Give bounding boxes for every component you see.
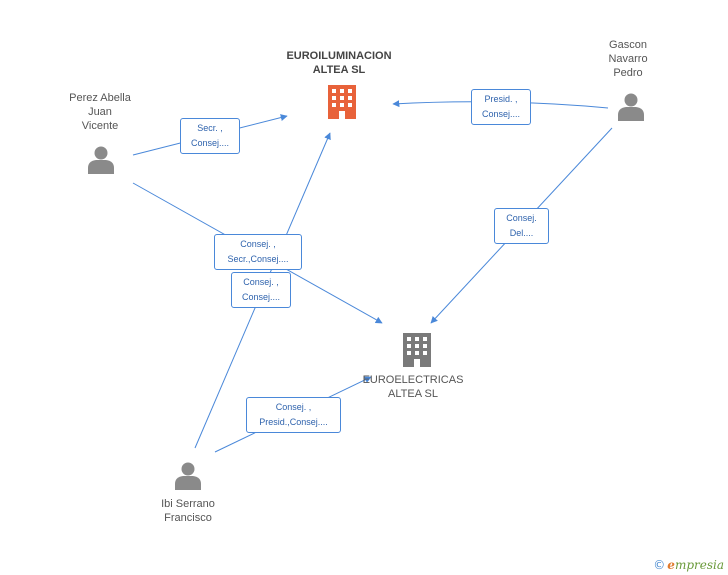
- person-name-gascon[interactable]: Gascon Navarro Pedro: [608, 39, 648, 79]
- person-icon[interactable]: [88, 146, 114, 175]
- person-name-ibi[interactable]: Ibi Serrano Francisco: [161, 498, 215, 524]
- person-name-perez[interactable]: Perez Abella Juan Vicente: [69, 92, 131, 132]
- brand-initial: e: [667, 558, 675, 572]
- brand-name: mpresia: [674, 558, 724, 572]
- edge-label-secr-consej[interactable]: Secr. , Consej....: [180, 118, 240, 154]
- edge-label-consej-del[interactable]: Consej. Del....: [494, 208, 549, 244]
- building-icon[interactable]: [328, 85, 356, 119]
- person-icon[interactable]: [175, 462, 201, 491]
- copyright-icon: ©: [653, 558, 666, 572]
- company-name-euroelectricas[interactable]: EUROELECTRICAS ALTEA SL: [362, 374, 464, 400]
- edge-label-consej-consej[interactable]: Consej. , Consej....: [231, 272, 291, 308]
- edge-label-consej-presid-consej[interactable]: Consej. , Presid.,Consej....: [246, 397, 341, 433]
- empresia-logo[interactable]: ©empresia: [653, 558, 724, 572]
- building-icon[interactable]: [403, 333, 431, 367]
- edge-label-consej-secr-consej[interactable]: Consej. , Secr.,Consej....: [214, 234, 302, 270]
- person-icon[interactable]: [618, 93, 644, 122]
- edge-label-presid-consej[interactable]: Presid. , Consej....: [471, 89, 531, 125]
- company-name-euroiluminacion[interactable]: EUROILUMINACION ALTEA SL: [286, 50, 392, 76]
